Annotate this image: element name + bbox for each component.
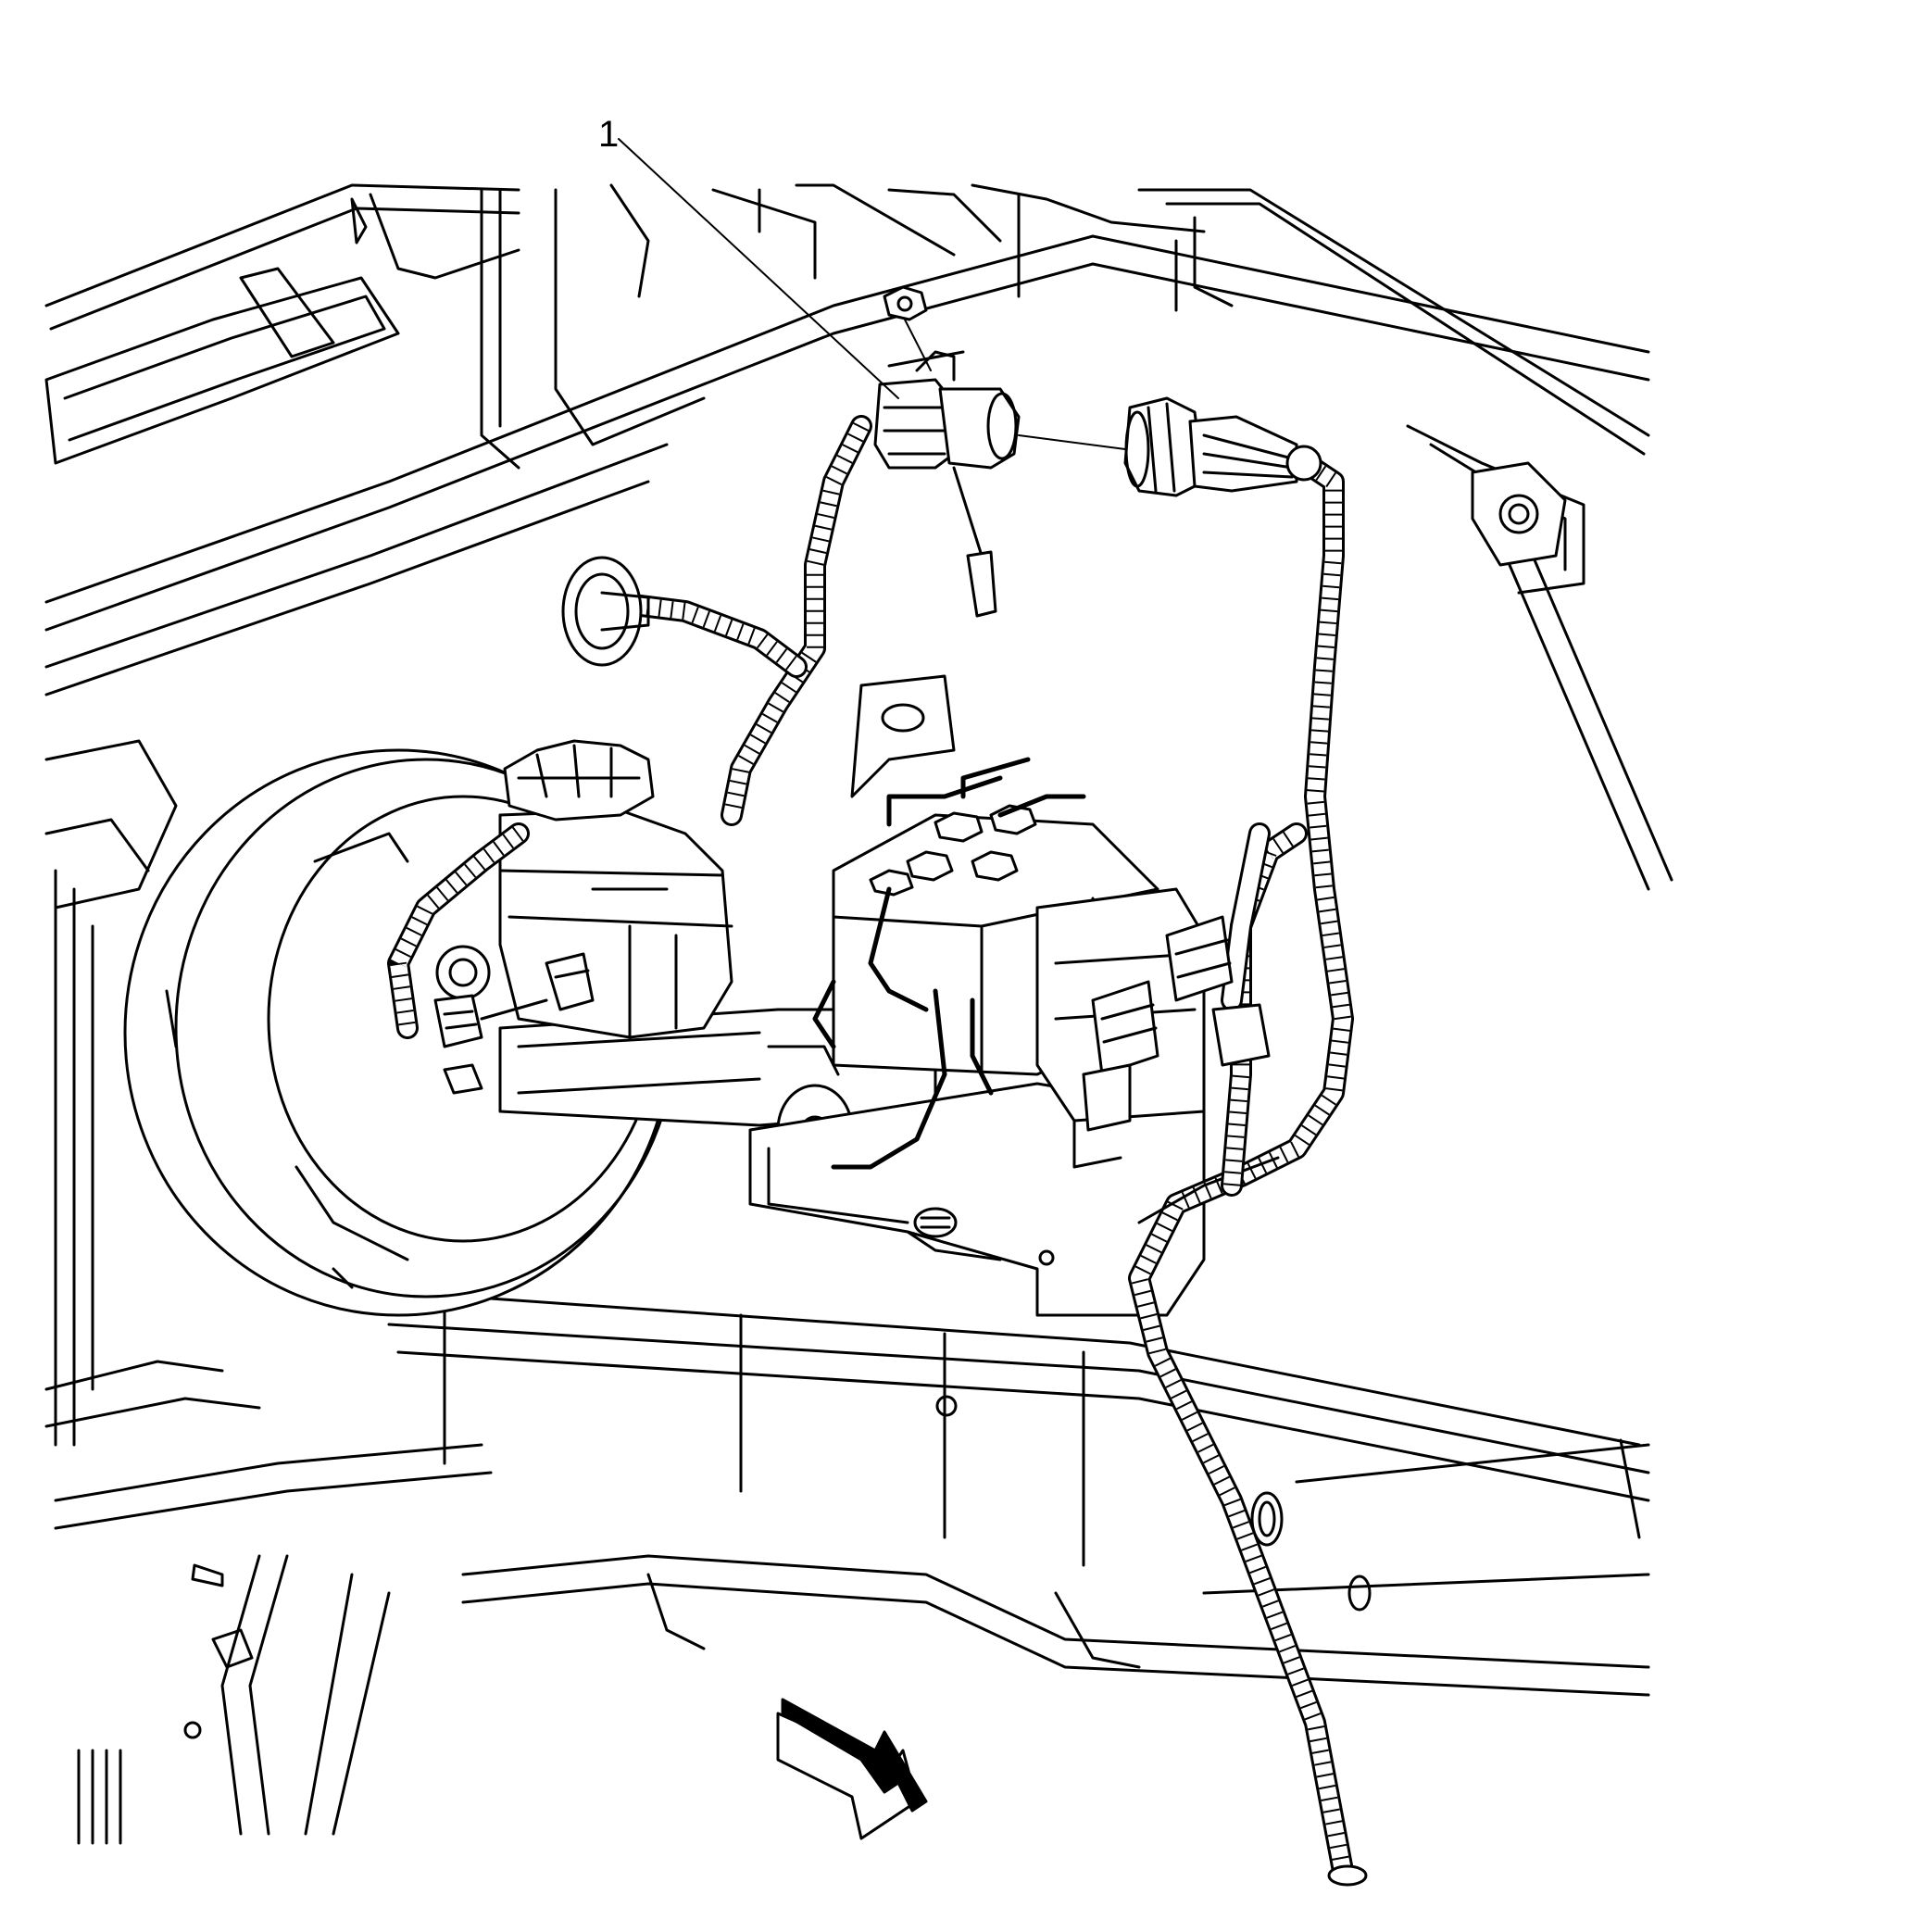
harness-connector (873, 350, 1021, 470)
connector-guide-line (1018, 434, 1126, 450)
firewall-grommet (561, 556, 650, 667)
strut-tower-bolt (1471, 461, 1567, 567)
mounting-stud (952, 466, 997, 618)
vehicle-body-structure (44, 183, 1673, 1845)
fluid-level-connector (433, 952, 595, 1048)
brake-line-fittings (869, 804, 1037, 897)
ebcm-connectors (1082, 915, 1271, 1132)
callout-1-leader-line (618, 138, 899, 399)
wiring-harness (387, 415, 1368, 1887)
brake-fluid-reservoir (498, 739, 733, 1039)
front-direction-arrow (776, 1698, 928, 1840)
mating-connector (1123, 396, 1322, 497)
callout-1-label: 1 (598, 114, 619, 155)
retaining-nut (883, 285, 932, 371)
callout-1: 1 (598, 114, 899, 399)
